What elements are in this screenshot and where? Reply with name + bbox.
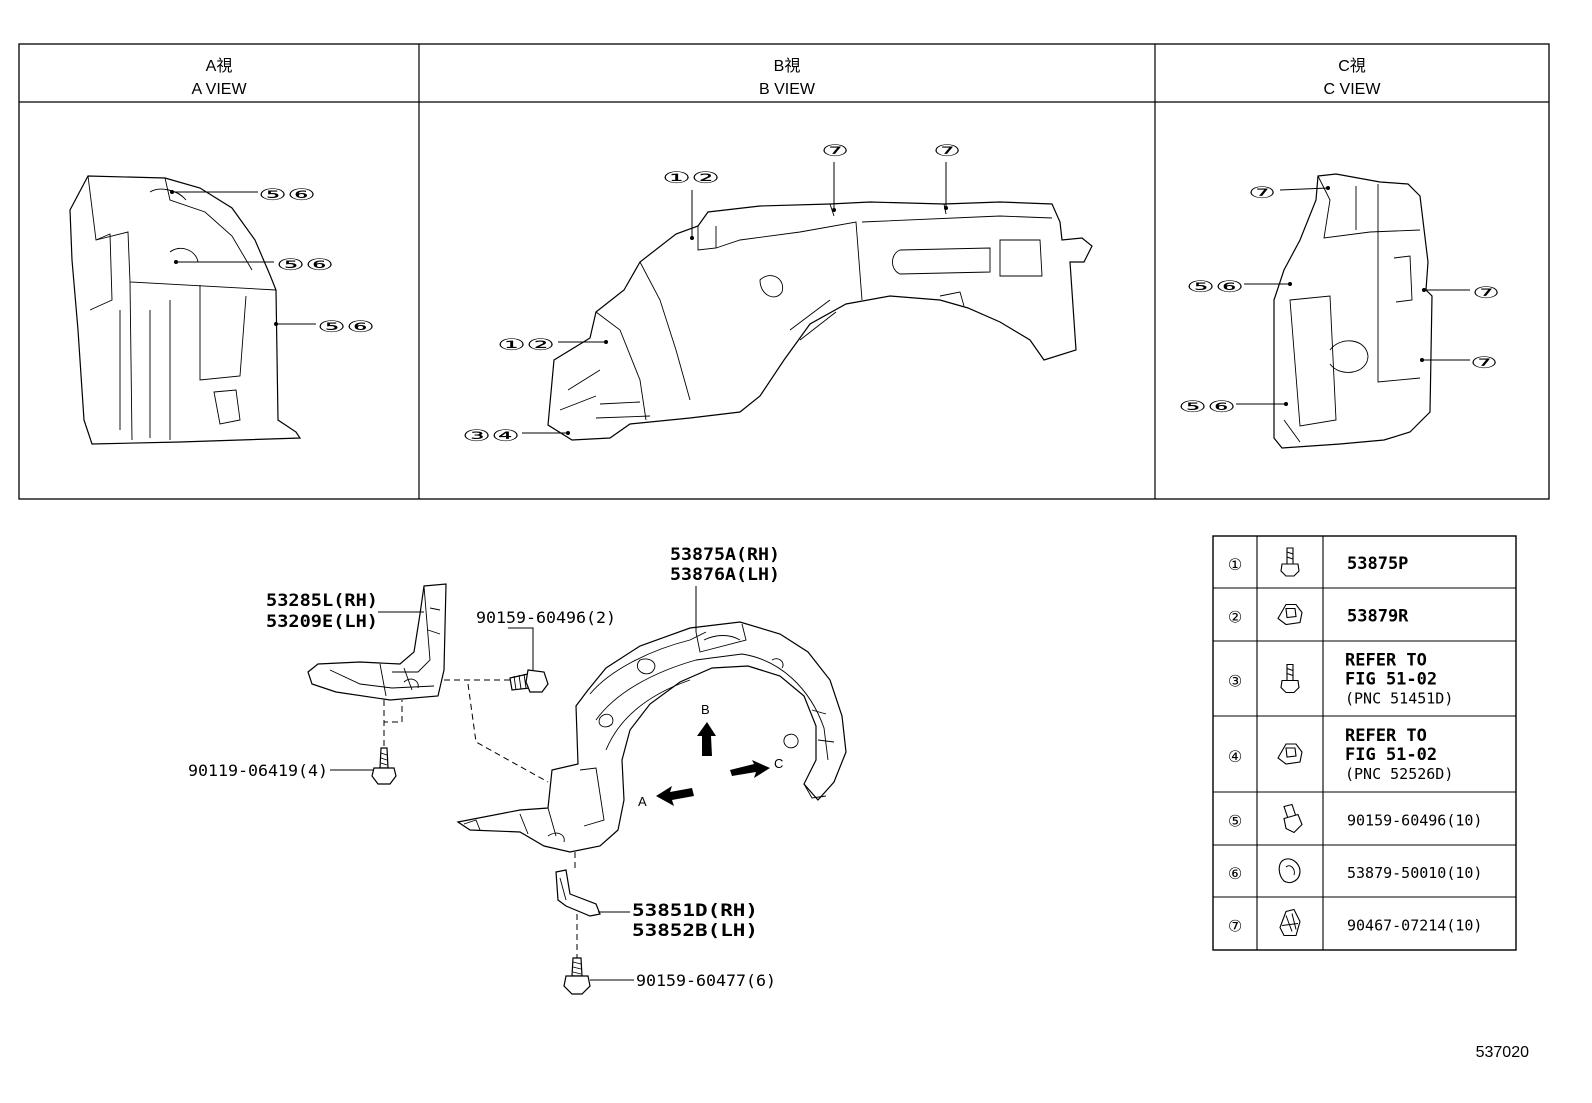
screw-icon — [1280, 663, 1300, 694]
fender-bracket — [307, 583, 447, 701]
parts-table-row: ① 53875P — [1228, 547, 1408, 577]
exploded-view: A B C 53875A(RH) 53876A(LH) 53285L(RH) 5 — [188, 545, 847, 995]
part-number: 53879-50010(10) — [1347, 864, 1482, 882]
view-b-title-jp: B視 — [774, 57, 801, 75]
callout-7: ⑦ — [1470, 355, 1498, 372]
view-a-title-jp: A視 — [206, 57, 233, 75]
parts-table-row: ⑤ 90159-60496(10) — [1228, 803, 1482, 834]
push-clip-icon — [1279, 908, 1301, 937]
screw-icon — [1280, 547, 1300, 577]
bracket-rh-label: 53285L(RH) — [266, 591, 378, 611]
seal-lh-label: 53852B(LH) — [632, 921, 758, 941]
parts-table-row: ② 53879R — [1228, 603, 1409, 627]
view-panel: A視 A VIEW B視 B VIEW C視 C VIEW — [18, 43, 1550, 500]
arrow-c-label: C — [774, 756, 783, 771]
part-reference-line: REFER TO — [1345, 651, 1427, 671]
row-number: ② — [1228, 610, 1242, 627]
nut-clip-icon — [1277, 603, 1303, 626]
row-number: ① — [1228, 557, 1242, 574]
view-b-drawing: ①② ①② ③④ ⑦ ⑦ — [462, 143, 1093, 445]
liner-seal — [555, 869, 601, 917]
part-reference-line: FIG 51-02 — [1345, 670, 1437, 690]
view-a-title: A VIEW — [191, 81, 247, 98]
row-number: ⑥ — [1228, 866, 1242, 883]
callout-5-6: ⑤⑥ — [1186, 279, 1244, 296]
callout-7: ⑦ — [1472, 285, 1500, 302]
callout-5-6: ⑤⑥ — [258, 187, 316, 204]
bolt-left-label: 90119-06419(4) — [188, 761, 328, 780]
part-number: 53879R — [1347, 607, 1409, 627]
tapping-screw — [563, 957, 591, 995]
screw-top-label: 90159-60496(2) — [476, 608, 616, 627]
part-reference-line: REFER TO — [1345, 726, 1427, 746]
grommet-icon — [1278, 858, 1301, 884]
part-number: 53875P — [1347, 554, 1408, 574]
view-a-drawing: ⑤⑥ ⑤⑥ ⑤⑥ — [69, 175, 375, 445]
parts-table-row: ⑥ 53879-50010(10) — [1228, 858, 1482, 884]
callout-7: ⑦ — [933, 143, 961, 160]
view-c-drawing: ⑦ ⑤⑥ ⑤⑥ ⑦ ⑦ — [1178, 173, 1500, 449]
view-c-title-jp: C視 — [1338, 57, 1366, 75]
tapping-screw — [509, 669, 549, 693]
callout-3-4: ③④ — [462, 428, 520, 445]
row-number: ④ — [1228, 749, 1242, 766]
fender-liner — [456, 621, 847, 853]
callout-5-6: ⑤⑥ — [317, 319, 375, 336]
row-number: ⑦ — [1228, 919, 1242, 936]
flange-bolt — [371, 747, 397, 785]
seal-rh-label: 53851D(RH) — [632, 901, 758, 921]
figure-number: 537020 — [1476, 1044, 1529, 1061]
parts-table-row: ⑦ 90467-07214(10) — [1228, 908, 1482, 937]
callout-5-6: ⑤⑥ — [276, 257, 334, 274]
row-number: ③ — [1228, 674, 1242, 691]
part-number: 90467-07214(10) — [1347, 917, 1482, 935]
view-arrow-b: B — [697, 702, 716, 756]
callout-1-2: ①② — [662, 170, 720, 187]
view-arrow-a: A — [638, 786, 694, 809]
bracket-lh-label: 53209E(LH) — [266, 612, 378, 632]
part-number: 90159-60496(10) — [1347, 812, 1482, 830]
part-reference-line: (PNC 52526D) — [1345, 765, 1453, 783]
view-arrow-c: C — [730, 756, 783, 778]
view-c-title: C VIEW — [1324, 81, 1382, 98]
screw-bottom-label: 90159-60477(6) — [636, 971, 776, 990]
callout-1-2: ①② — [497, 337, 555, 354]
part-reference-line: (PNC 51451D) — [1345, 690, 1453, 708]
part-reference-line: FIG 51-02 — [1345, 745, 1437, 765]
callout-5-6: ⑤⑥ — [1178, 399, 1236, 416]
liner-lh-label: 53876A(LH) — [670, 565, 780, 585]
callout-7: ⑦ — [821, 143, 849, 160]
arrow-a-label: A — [638, 794, 647, 809]
tapping-screw-icon — [1283, 803, 1303, 834]
callout-7: ⑦ — [1248, 185, 1276, 202]
arrow-b-label: B — [701, 702, 710, 717]
view-b-title: B VIEW — [759, 81, 816, 98]
nut-clip-icon — [1277, 743, 1303, 765]
liner-rh-label: 53875A(RH) — [670, 545, 780, 565]
row-number: ⑤ — [1228, 814, 1242, 831]
